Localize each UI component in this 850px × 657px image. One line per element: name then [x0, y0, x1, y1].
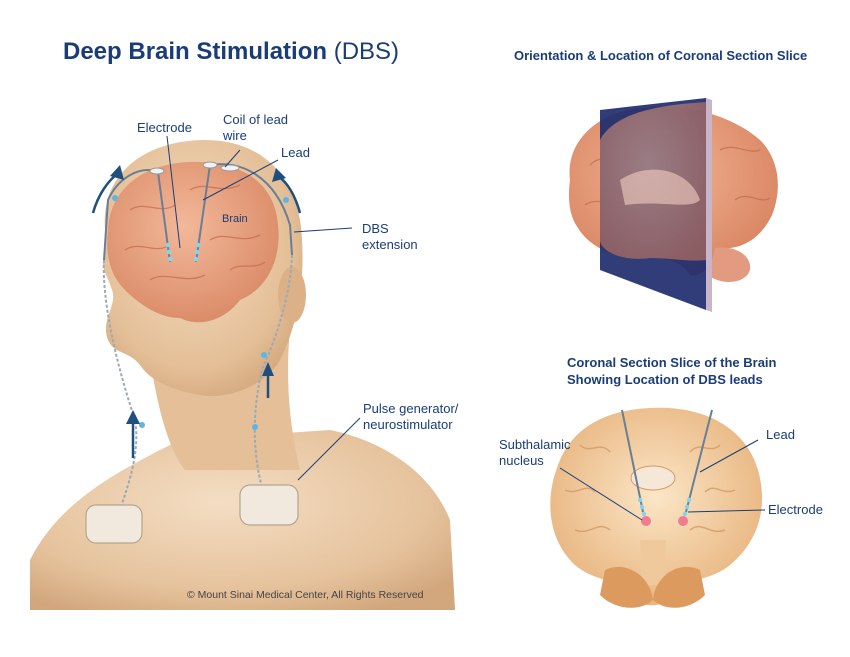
label-dbs-ext-line1: DBS — [362, 221, 389, 236]
cable-dots — [112, 195, 289, 430]
coronal-electrodes — [637, 497, 692, 517]
ear-shape — [278, 267, 306, 323]
label-lead-right: Lead — [766, 427, 795, 442]
arrow-heads — [110, 165, 286, 424]
orientation-header: Orientation & Location of Coronal Sectio… — [514, 48, 808, 63]
coronal-slice-edge — [706, 98, 712, 312]
cerebellum-shape — [708, 247, 751, 282]
label-coil-line2: wire — [223, 128, 247, 143]
label-coil-line1: Coil of lead — [223, 112, 289, 127]
label-electrode-right: Electrode — [768, 502, 823, 517]
label-subthalamic-line2: nucleus — [499, 453, 544, 468]
leader-lines-right — [559, 439, 766, 521]
label-lead: Lead — [281, 145, 310, 160]
cerebellum-section-shape-2 — [653, 566, 705, 608]
coronal-gyri — [564, 444, 736, 533]
head-electrodes — [165, 242, 201, 262]
label-dbs-ext-line2: extension — [362, 237, 418, 252]
page-title: Deep Brain Stimulation (DBS) — [63, 38, 399, 66]
brain-shape-head — [107, 161, 279, 323]
brain-3d-inner — [620, 169, 700, 205]
coronal-section-shape — [550, 407, 763, 606]
title-main: Deep Brain Stimulation — [63, 38, 328, 65]
label-electrode: Electrode — [137, 120, 192, 135]
pulse-generator-right — [239, 484, 299, 526]
coronal-leads — [621, 409, 713, 513]
cerebellum-section-shape — [600, 566, 653, 608]
label-brain: Brain — [222, 213, 248, 225]
title-abbr: (DBS) — [333, 38, 400, 65]
copyright-notice: © Mount Sinai Medical Center, All Rights… — [187, 589, 424, 601]
pulse-generator-left — [85, 504, 143, 544]
coronal-header-line2: Showing Location of DBS leads — [567, 372, 763, 387]
label-subthalamic-line1: Subthalamic — [499, 437, 571, 452]
coronal-header-line1: Coronal Section Slice of the Brain — [567, 355, 777, 370]
label-pulse-line1: Pulse generator/ — [363, 401, 459, 416]
brainstem-shape — [640, 540, 666, 585]
label-pulse-line2: neurostimulator — [363, 417, 453, 432]
subthalamic-nuclei — [641, 516, 688, 526]
brain-folds — [124, 184, 266, 281]
leader-lines-left — [166, 135, 361, 481]
ventricle-shape — [630, 465, 676, 491]
